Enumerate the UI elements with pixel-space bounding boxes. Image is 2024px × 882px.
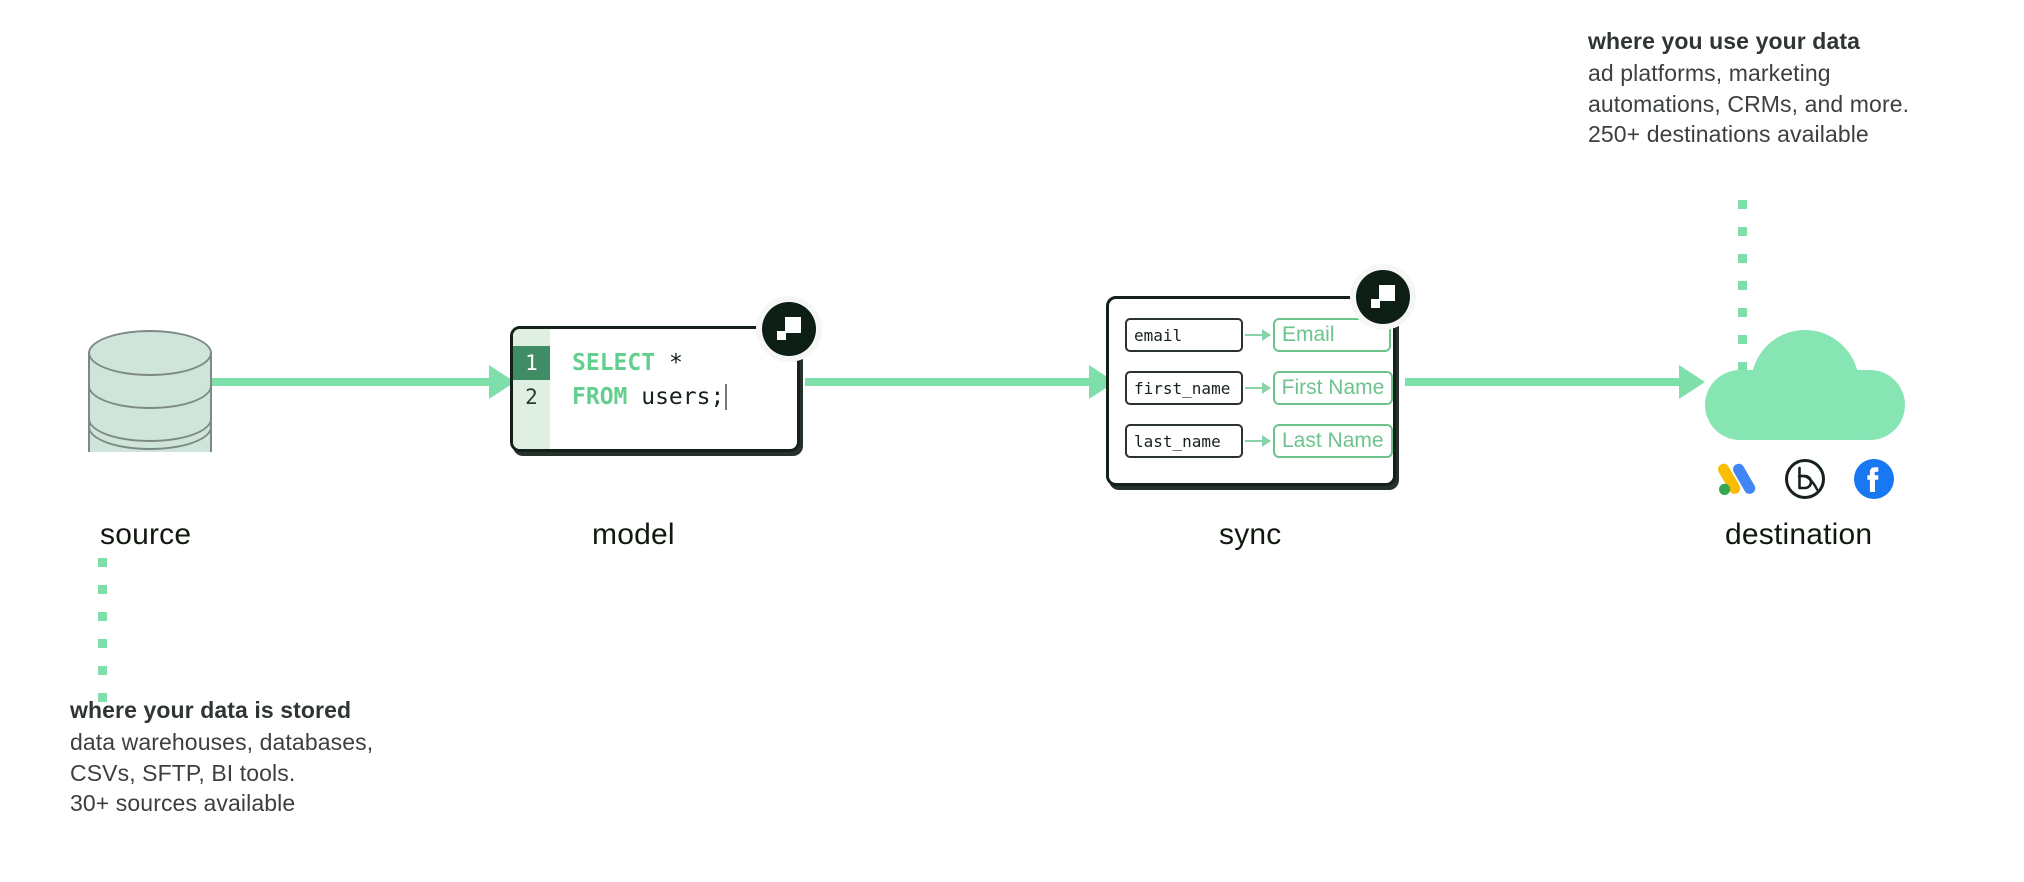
mapping-arrow-icon — [1245, 434, 1271, 448]
logo-glyph — [1371, 285, 1395, 309]
callout-destination-title: where you use your data — [1588, 28, 1860, 54]
google-ads-icon — [1715, 458, 1757, 500]
source-field-last-name[interactable]: last_name — [1125, 424, 1243, 458]
destination-brand-icons — [1715, 457, 1895, 501]
callout-source-line-2: CSVs, SFTP, BI tools. — [70, 759, 296, 786]
line-number: 2 — [525, 385, 538, 409]
destination-field-last-name[interactable]: Last Name — [1273, 424, 1393, 458]
dot — [1738, 281, 1747, 290]
mapping-arrow-icon — [1245, 328, 1271, 342]
arrow-shaft — [205, 378, 491, 386]
code-text: SELECT * — [550, 350, 683, 376]
mapping-row[interactable]: email Email — [1109, 315, 1393, 355]
dot — [1738, 254, 1747, 263]
dot — [98, 558, 107, 567]
source-field-first-name[interactable]: first_name — [1125, 371, 1243, 405]
callout-destination-line-1: ad platforms, marketing — [1588, 60, 1831, 87]
dot — [98, 585, 107, 594]
dot — [98, 612, 107, 621]
arrow-head — [1679, 365, 1705, 399]
arrow-shaft — [805, 378, 1091, 386]
badge-disk — [762, 302, 816, 356]
code-line-1: 1 SELECT * — [513, 346, 797, 380]
stage-label-destination: destination — [1725, 518, 1873, 551]
stage-label-source: source — [100, 518, 192, 551]
callout-source-line-1: data warehouses, databases, — [70, 729, 374, 756]
dot — [1738, 200, 1747, 209]
code-line-2: 2 FROM users; — [513, 380, 797, 414]
callout-destination-line-3: 250+ destinations available — [1588, 121, 1869, 148]
arrow-model-to-sync — [805, 365, 1115, 399]
dotted-connector-source — [98, 558, 107, 720]
code-text: FROM users; — [550, 384, 728, 410]
logo-square-large — [785, 317, 801, 333]
hightouch-logo-icon — [1350, 264, 1416, 330]
arrow-sync-to-destination — [1405, 365, 1705, 399]
stage-label-model: model — [592, 518, 675, 551]
line-number: 1 — [513, 346, 550, 380]
sql-rest: * — [655, 350, 683, 376]
logo-square-large — [1379, 285, 1395, 301]
mapping-arrow-icon — [1244, 381, 1271, 395]
dot — [98, 693, 107, 702]
sql-keyword: SELECT — [572, 350, 656, 376]
dot — [98, 639, 107, 648]
arrow-shaft — [1405, 378, 1681, 386]
facebook-icon — [1853, 458, 1895, 500]
cloud-icon — [1705, 330, 1905, 440]
sql-rest: users; — [627, 384, 725, 410]
sync-field-mapping-card[interactable]: email Email first_name First Name last_n… — [1106, 296, 1396, 486]
braze-icon — [1784, 458, 1826, 500]
callout-source-line-3: 30+ sources available — [70, 790, 296, 817]
badge-disk — [1356, 270, 1410, 324]
text-caret — [725, 384, 728, 410]
hightouch-logo-icon — [756, 296, 822, 362]
source-field-email[interactable]: email — [1125, 318, 1243, 352]
callout-destination-line-2: automations, CRMs, and more. — [1588, 90, 1910, 117]
database-icon — [88, 330, 212, 452]
sql-keyword: FROM — [572, 384, 628, 410]
arrow-source-to-model — [205, 365, 515, 399]
dot — [98, 666, 107, 675]
callout-destination: where you use your data ad platforms, ma… — [1588, 26, 2008, 149]
model-code-editor[interactable]: 1 SELECT * 2 FROM users; — [510, 326, 800, 452]
editor-code-area[interactable]: 1 SELECT * 2 FROM users; — [513, 329, 797, 449]
database-disc — [88, 330, 212, 376]
callout-source: where your data is stored data warehouse… — [70, 695, 490, 818]
mapping-row[interactable]: last_name Last Name — [1109, 421, 1393, 461]
dot — [1738, 335, 1747, 344]
stage-label-sync: sync — [1219, 518, 1282, 551]
logo-square-small — [1371, 299, 1380, 308]
mapping-row[interactable]: first_name First Name — [1109, 368, 1393, 408]
destination-field-first-name[interactable]: First Name — [1272, 371, 1393, 405]
logo-glyph — [777, 317, 801, 341]
dot — [1738, 227, 1747, 236]
dot — [1738, 362, 1747, 371]
cloud-base — [1705, 370, 1905, 440]
dot — [1738, 308, 1747, 317]
callout-source-title: where your data is stored — [70, 697, 352, 723]
dotted-connector-destination — [1738, 200, 1747, 389]
logo-square-small — [777, 331, 786, 340]
